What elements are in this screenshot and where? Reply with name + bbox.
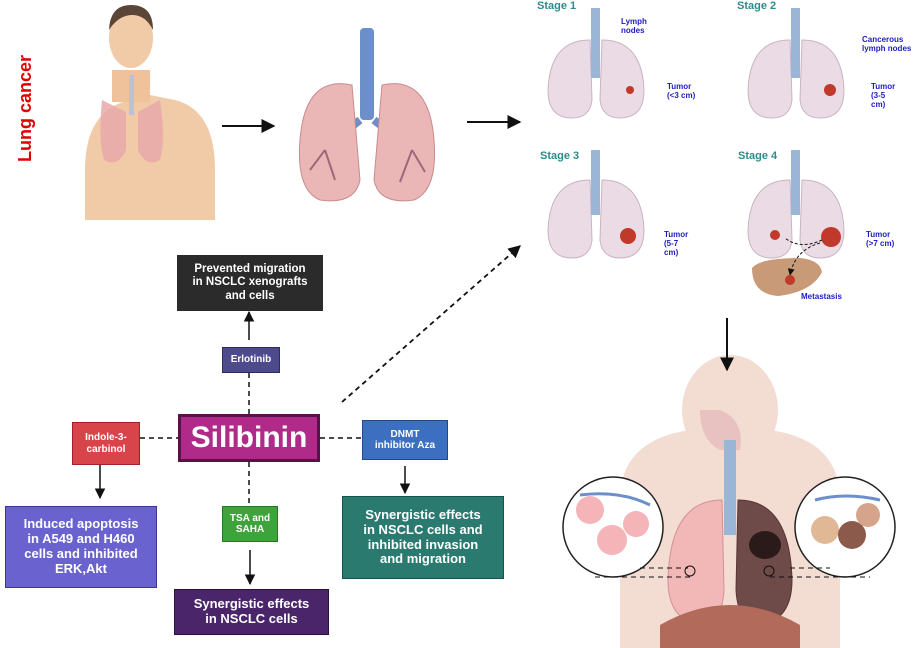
metastasis-path: [784, 237, 823, 245]
body-lungs-illustration: [620, 355, 840, 648]
arrow-silibinin-to-stages: [341, 245, 521, 403]
stage-1-note-tumor: Tumor (<3 cm): [667, 82, 696, 100]
stage-2-note-lymph: Cancerous lymph nodes: [862, 35, 912, 53]
human-torso-illustration: [85, 5, 215, 220]
zoom-leader-lines: [595, 565, 870, 578]
alveoli-cancer-zoom: [794, 476, 896, 578]
stage-2-label: Stage 2: [737, 0, 777, 12]
stage-4-note-metastasis: Metastasis: [801, 292, 842, 301]
stage-3-label: Stage 3: [540, 150, 580, 162]
alveoli-healthy-zoom: [562, 476, 664, 578]
dnmt-inhibitor-aza-box: DNMT inhibitor Aza: [362, 420, 448, 460]
metastasis-marker: [785, 275, 795, 285]
stage-4-note-tumor: Tumor (>7 cm): [866, 230, 895, 248]
effect-apoptosis-box: Induced apoptosis in A549 and H460 cells…: [5, 506, 157, 588]
stage-4-label: Stage 4: [738, 150, 778, 162]
effect-migration-box: Prevented migration in NSCLC xenografts …: [177, 255, 323, 311]
lung-cancer-title: Lung cancer: [15, 54, 36, 163]
stage-1-label: Stage 1: [537, 0, 577, 12]
stage-2-note-tumor: Tumor (3-5 cm): [871, 82, 896, 109]
indole-3-carbinol-box: Indole-3- carbinol: [72, 422, 140, 465]
stage-1-note-lymph: Lymph nodes: [621, 17, 647, 35]
tumor-markers: [620, 84, 841, 247]
effect-synergy-dnmt-box: Synergistic effects in NSCLC cells and i…: [342, 496, 504, 579]
stage-trachea: [591, 8, 800, 215]
tsa-saha-box: TSA and SAHA: [222, 506, 278, 542]
metastasis-arrow: [787, 242, 821, 276]
dashed-connectors: [140, 373, 362, 506]
silibinin-box: Silibinin: [178, 414, 320, 462]
erlotinib-box: Erlotinib: [222, 347, 280, 373]
effect-synergy-tsa-box: Synergistic effects in NSCLC cells: [174, 589, 329, 635]
lungs-illustration: [298, 28, 436, 202]
stage-3-note-tumor: Tumor (5-7 cm): [664, 230, 689, 257]
